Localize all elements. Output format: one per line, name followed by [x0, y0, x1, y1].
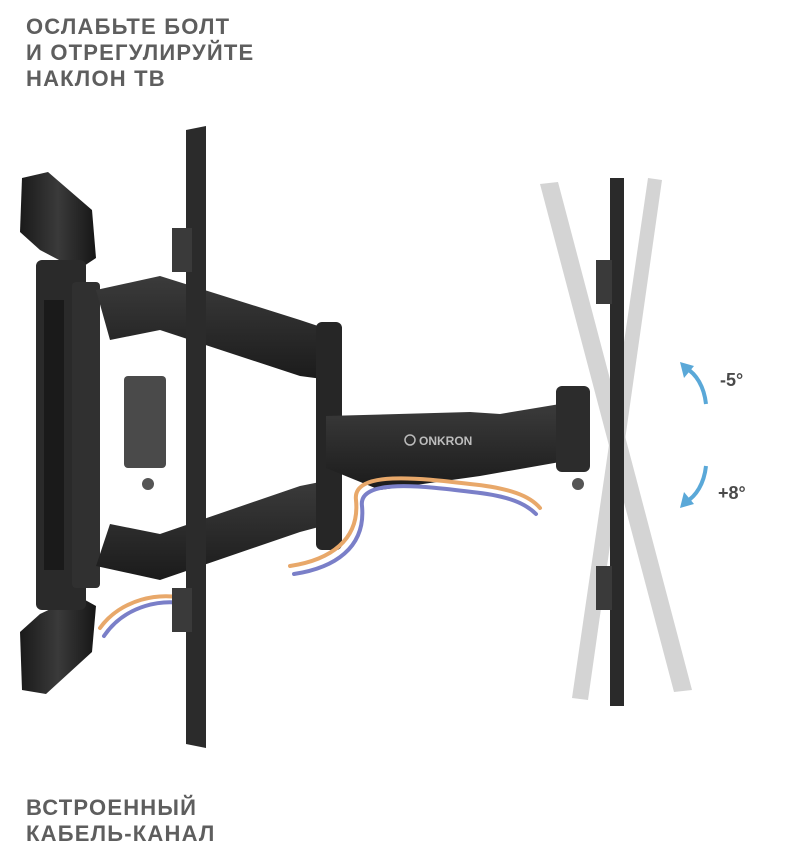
- caption-line: ВСТРОЕННЫЙ: [26, 795, 198, 820]
- tilt-down-arrow-icon: [680, 465, 708, 508]
- caption-cable-channel: ВСТРОЕННЫЙ КАБЕЛЬ-КАНАЛ: [26, 795, 216, 847]
- caption-line: ОСЛАБЬТЕ БОЛТ: [26, 14, 231, 39]
- tilt-plus-label: +8°: [718, 483, 746, 503]
- tilt-minus-label: -5°: [720, 370, 744, 390]
- front-arm: ONKRON: [326, 386, 590, 490]
- caption-tilt-instruction: ОСЛАБЬТЕ БОЛТ И ОТРЕГУЛИРУЙТЕ НАКЛОН ТВ: [26, 14, 254, 92]
- tilt-up-arrow-icon: [680, 362, 708, 405]
- tv-panel-near: [172, 126, 206, 748]
- wall-plate: [20, 172, 100, 694]
- mount-arms: [96, 276, 342, 580]
- caption-line: НАКЛОН ТВ: [26, 66, 166, 91]
- caption-line: КАБЕЛЬ-КАНАЛ: [26, 821, 216, 846]
- brand-logo: ONKRON: [419, 434, 472, 448]
- caption-line: И ОТРЕГУЛИРУЙТЕ: [26, 40, 255, 65]
- tv-tilt-ghosts: [540, 178, 692, 706]
